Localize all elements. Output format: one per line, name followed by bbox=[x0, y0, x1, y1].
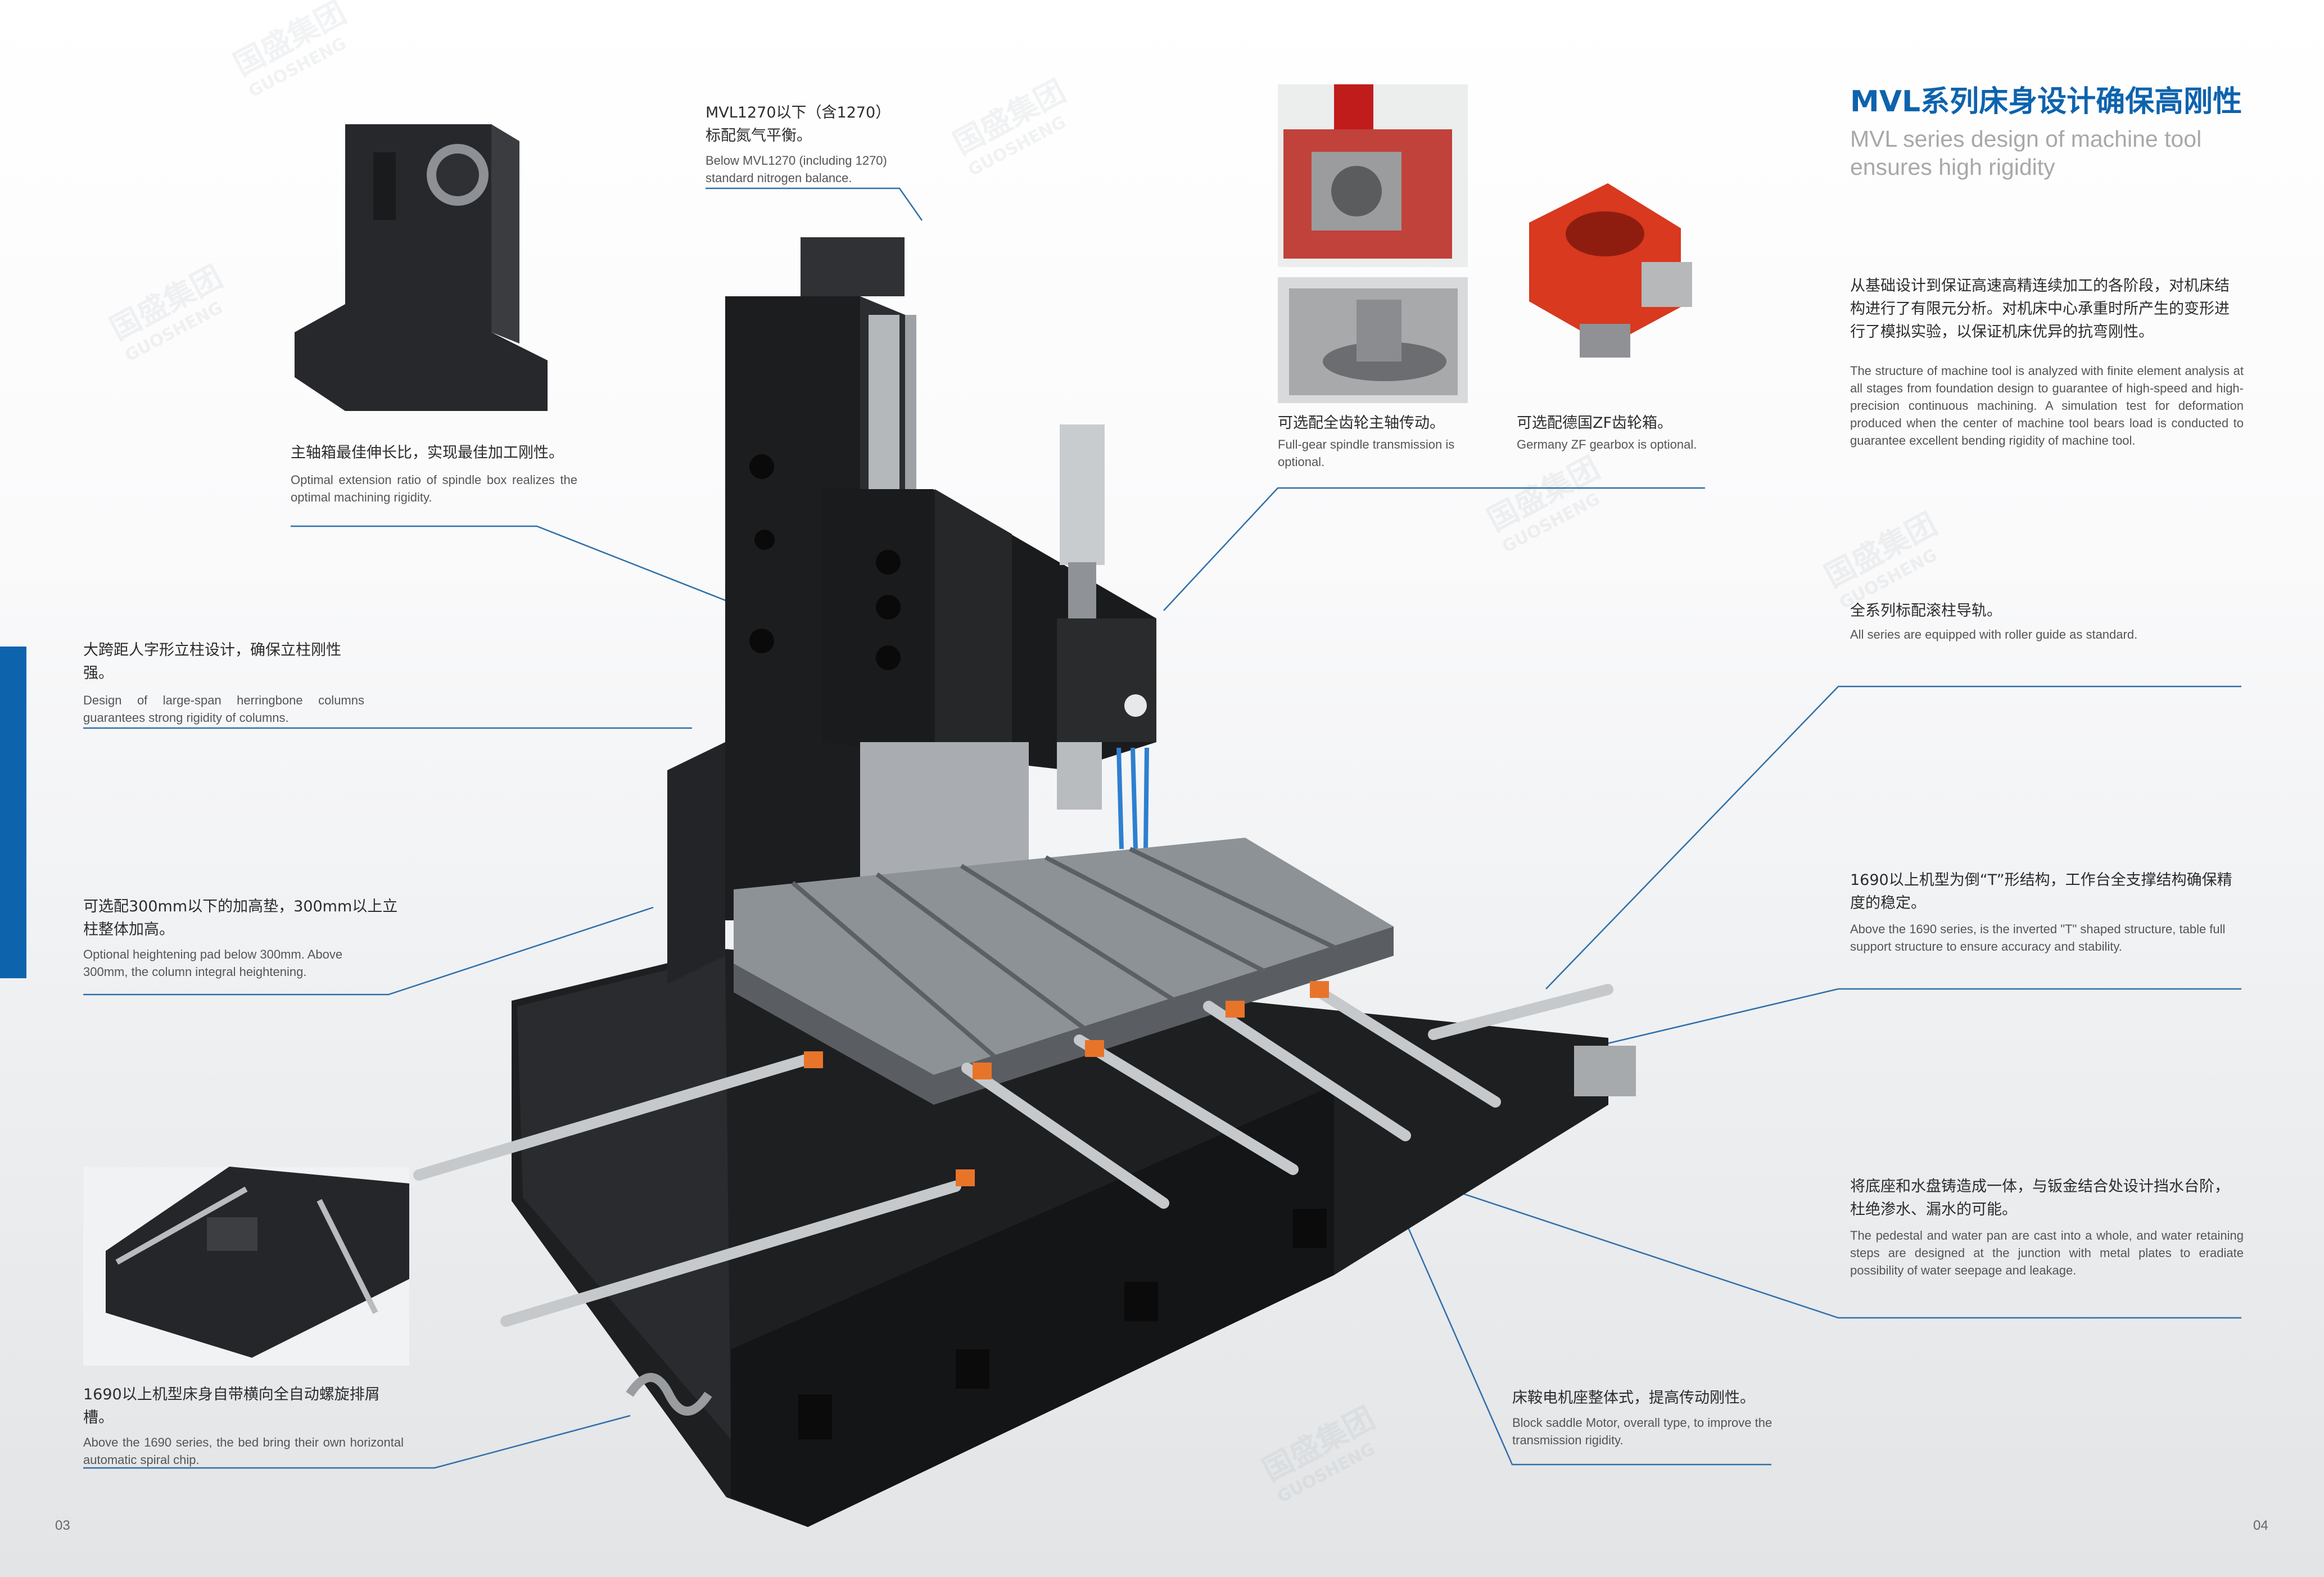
chip-auger bbox=[626, 1373, 712, 1416]
callout-t-shape-en: Above the 1690 series, is the inverted "… bbox=[1850, 922, 2226, 954]
callout-nitrogen-cn1: MVL1270以下（含1270） bbox=[706, 104, 891, 121]
callout-t-shape-cn: 1690以上机型为倒“T”形结构，工作台全支撑结构确保精度的稳定。 bbox=[1850, 871, 2232, 912]
page-number-right: 04 bbox=[2253, 1518, 2268, 1533]
spindle bbox=[1057, 742, 1102, 810]
servo-motor bbox=[1574, 1046, 1636, 1096]
spiral-chip-image bbox=[83, 1167, 409, 1366]
callout-heightening: 可选配300mm以下的加高垫，300mm以上立柱整体加高。 Optional h… bbox=[83, 895, 398, 980]
callout-spindle-box-en: Optimal extension ratio of spindle box r… bbox=[291, 473, 577, 504]
callout-nitrogen: MVL1270以下（含1270） 标配氮气平衡。 Below MVL1270 (… bbox=[706, 101, 942, 187]
callout-nitrogen-en: Below MVL1270 (including 1270) standard … bbox=[706, 153, 887, 185]
callout-saddle-motor: 床鞍电机座整体式，提高传动刚性。 Block saddle Motor, ove… bbox=[1512, 1386, 1776, 1449]
accent-bar bbox=[0, 647, 26, 978]
callout-columns-en: Design of large-span herringbone columns… bbox=[83, 693, 364, 725]
callout-zf-gearbox: 可选配德国ZF齿轮箱。 Germany ZF gearbox is option… bbox=[1517, 412, 1719, 453]
callout-full-gear: 可选配全齿轮主轴传动。 Full-gear spindle transmissi… bbox=[1278, 412, 1480, 471]
callout-columns-cn: 大跨距人字形立柱设计，确保立柱刚性强。 bbox=[83, 641, 341, 682]
callout-nitrogen-cn2: 标配氮气平衡。 bbox=[706, 127, 812, 144]
callout-chip-cn: 1690以上机型床身自带横向全自动螺旋排屑槽。 bbox=[83, 1386, 380, 1426]
intro-en: The structure of machine tool is analyze… bbox=[1850, 364, 2244, 448]
callout-columns: 大跨距人字形立柱设计，确保立柱刚性强。 Design of large-span… bbox=[83, 639, 364, 726]
callout-chip: 1690以上机型床身自带横向全自动螺旋排屑槽。 Above the 1690 s… bbox=[83, 1383, 409, 1468]
machine-column bbox=[667, 742, 725, 984]
callout-t-shape: 1690以上机型为倒“T”形结构，工作台全支撑结构确保精度的稳定。 Above … bbox=[1850, 869, 2244, 955]
gear-closeup-image bbox=[1278, 277, 1468, 403]
callout-chip-en: Above the 1690 series, the bed bring the… bbox=[83, 1435, 404, 1467]
callout-spindle-box-cn: 主轴箱最佳伸长比，实现最佳加工刚性。 bbox=[291, 444, 564, 462]
callout-heightening-en: Optional heightening pad below 300mm. Ab… bbox=[83, 947, 343, 979]
column-casting-image bbox=[289, 119, 551, 423]
callout-roller-guide: 全系列标配滚柱导轨。 All series are equipped with … bbox=[1850, 599, 2244, 643]
callout-water-pan-en: The pedestal and water pan are cast into… bbox=[1850, 1228, 2244, 1277]
callout-water-pan: 将底座和水盘铸造成一体，与钣金结合处设计挡水台阶，杜绝渗水、漏水的可能。 The… bbox=[1850, 1175, 2244, 1279]
callout-zf-gearbox-en: Germany ZF gearbox is optional. bbox=[1517, 437, 1697, 451]
nitrogen-cylinder bbox=[1060, 424, 1105, 565]
callout-zf-gearbox-cn: 可选配德国ZF齿轮箱。 bbox=[1517, 414, 1673, 432]
page-title: MVL系列床身设计确保高刚性 bbox=[1850, 85, 2242, 119]
callout-water-pan-cn: 将底座和水盘铸造成一体，与钣金结合处设计挡水台阶，杜绝渗水、漏水的可能。 bbox=[1850, 1178, 2230, 1218]
callout-saddle-motor-cn: 床鞍电机座整体式，提高传动刚性。 bbox=[1512, 1389, 1755, 1407]
callout-spindle-box: 主轴箱最佳伸长比，实现最佳加工刚性。 Optimal extension rat… bbox=[291, 441, 577, 506]
page-subtitle: MVL series design of machine tool ensure… bbox=[1850, 126, 2202, 180]
callout-heightening-cn: 可选配300mm以下的加高垫，300mm以上立柱整体加高。 bbox=[83, 898, 398, 938]
callout-roller-guide-en: All series are equipped with roller guid… bbox=[1850, 627, 2138, 641]
callout-saddle-motor-en: Block saddle Motor, overall type, to imp… bbox=[1512, 1416, 1773, 1447]
full-gear-spindle-image bbox=[1278, 84, 1468, 267]
leader-lines bbox=[83, 187, 2241, 1469]
intro-cn: 从基础设计到保证高速高精连续加工的各阶段，对机床结构进行了有限元分析。对机床中心… bbox=[1850, 277, 2230, 341]
callout-full-gear-cn: 可选配全齿轮主轴传动。 bbox=[1278, 414, 1445, 432]
callout-roller-guide-cn: 全系列标配滚柱导轨。 bbox=[1850, 602, 2002, 620]
zf-gearbox-image bbox=[1512, 178, 1702, 363]
page-number-left: 03 bbox=[55, 1518, 70, 1533]
callout-full-gear-en: Full-gear spindle transmission is option… bbox=[1278, 437, 1455, 469]
linear-rails bbox=[413, 984, 1613, 1327]
